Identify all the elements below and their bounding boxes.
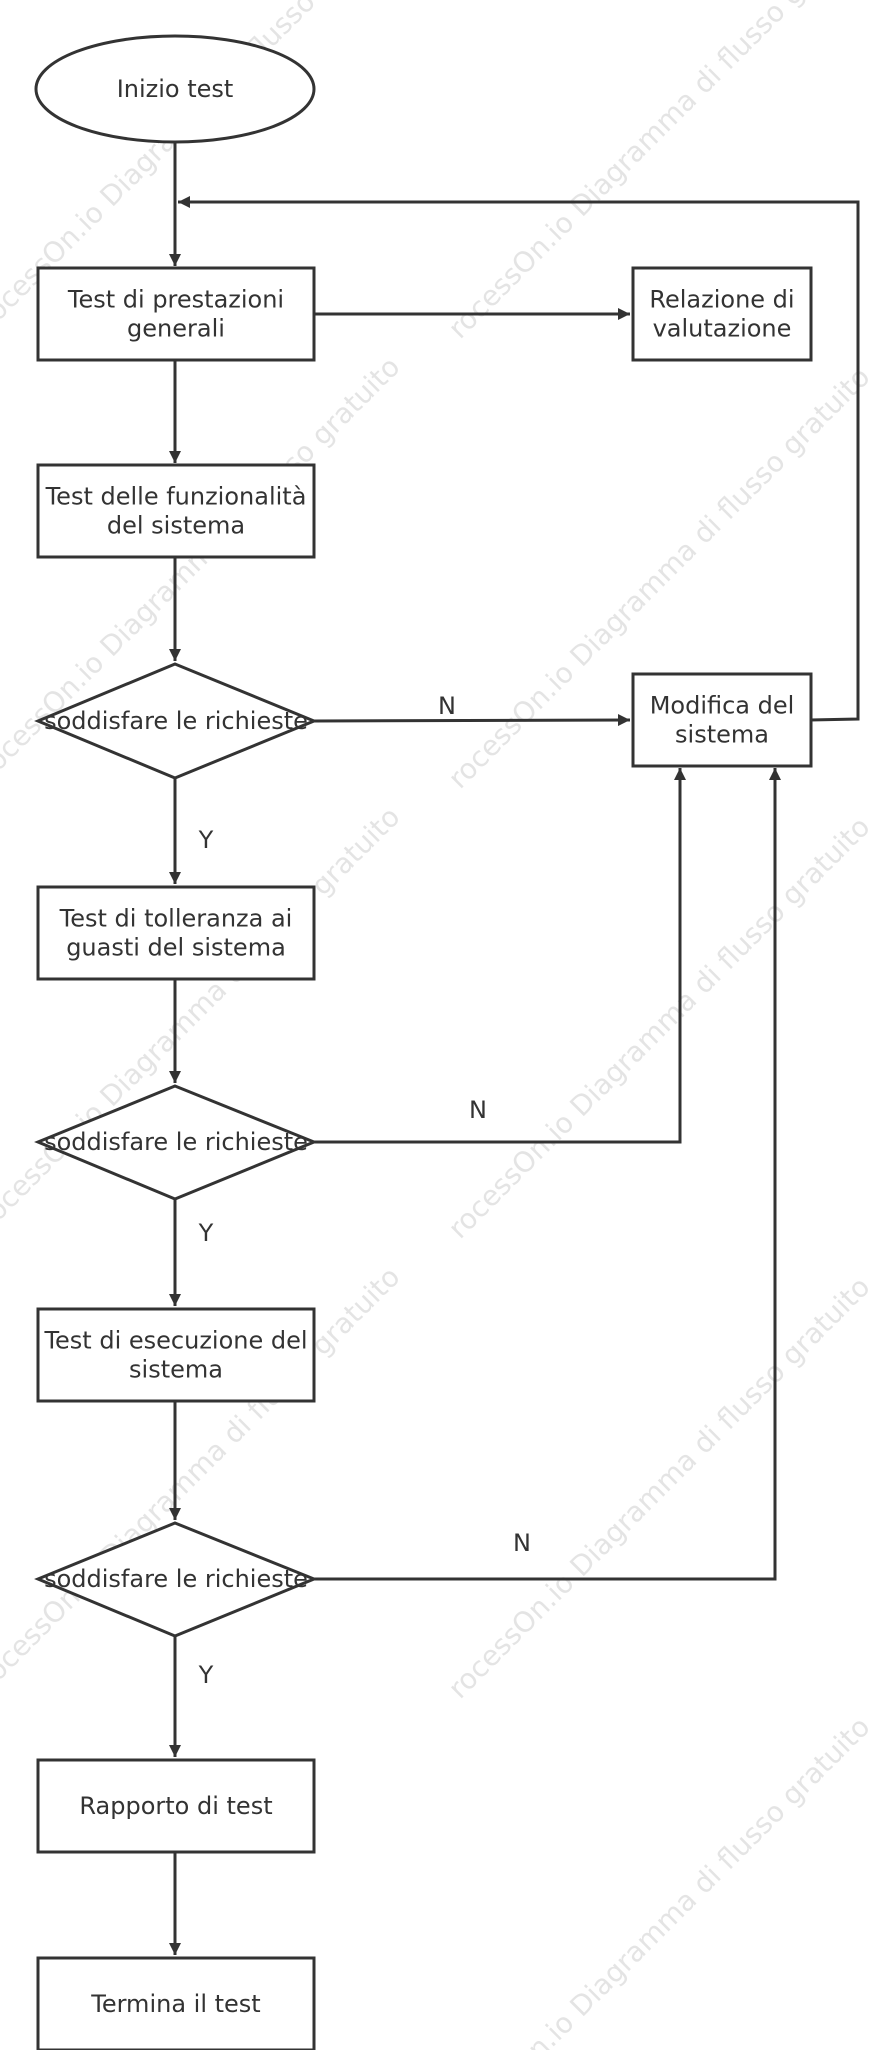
edge-label-d2-yes: Y <box>198 1219 214 1247</box>
node-label-line: Test di tolleranza ai <box>59 905 293 933</box>
edge-decision2-no-to-modify <box>314 768 686 1144</box>
node-start-shape <box>34 34 316 144</box>
node-label-line: valutazione <box>653 315 792 343</box>
edge-label-d1-no: N <box>438 692 456 720</box>
edge-label-d3-no: N <box>513 1529 531 1557</box>
node-start[interactable]: Inizio test <box>34 34 316 144</box>
node-fault-tolerance-test-shape <box>36 885 316 981</box>
node-test-report[interactable]: Rapporto di test <box>36 1758 316 1854</box>
node-modify-system-shape <box>631 672 813 768</box>
node-start-label: Inizio test <box>117 75 234 103</box>
node-label-line: soddisfare le richieste <box>44 707 308 735</box>
watermark-text: rocessOn.io Diagramma di flusso gratuito <box>442 1270 877 1705</box>
node-execution-test-shape <box>36 1307 316 1403</box>
node-decision-1-label: soddisfare le richieste <box>44 707 308 735</box>
node-general-performance-test-shape <box>36 266 316 362</box>
node-label-line: soddisfare le richieste <box>44 1565 308 1593</box>
node-decision-2[interactable]: soddisfare le richieste <box>34 1084 318 1201</box>
node-decision-3[interactable]: soddisfare le richieste <box>34 1521 318 1638</box>
node-decision-3-label: soddisfare le richieste <box>44 1565 308 1593</box>
node-end-shape <box>36 1956 316 2050</box>
node-label-line: soddisfare le richieste <box>44 1128 308 1156</box>
edge-labels: N Y N Y N Y <box>198 692 531 1689</box>
edge-label-d1-yes: Y <box>198 826 214 854</box>
node-label-line: del sistema <box>107 512 245 540</box>
node-decision-1-shape <box>34 662 318 780</box>
node-evaluation-report-shape <box>631 266 813 362</box>
node-decision-2-label: soddisfare le richieste <box>44 1128 308 1156</box>
node-label-line: Inizio test <box>117 75 234 103</box>
edge-label-d2-no: N <box>469 1096 487 1124</box>
edge-decision1-no-to-modify <box>313 714 631 727</box>
node-end[interactable]: Termina il test <box>36 1956 316 2050</box>
watermark-text: rocessOn.io Diagramma di flusso gratuito <box>442 810 877 1245</box>
node-label-line: Modifica del <box>650 692 795 720</box>
edge-modify-loop-back <box>178 196 860 722</box>
node-label-line: Relazione di <box>649 286 794 314</box>
node-label-line: Test di esecuzione del <box>43 1327 307 1355</box>
node-label-line: Rapporto di test <box>79 1792 272 1820</box>
edge-label-d3-yes: Y <box>198 1661 214 1689</box>
node-functionality-test-shape <box>36 463 316 559</box>
node-decision-1[interactable]: soddisfare le richieste <box>34 662 318 780</box>
node-label-line: sistema <box>129 1356 223 1384</box>
watermark-text: rocessOn.io Diagramma di flusso gratuito <box>442 1710 877 2050</box>
node-end-label: Termina il test <box>90 1990 260 2018</box>
node-label-line: Test di prestazioni <box>67 286 284 314</box>
node-decision-3-shape <box>34 1521 318 1638</box>
node-label-line: Termina il test <box>90 1990 260 2018</box>
node-label-line: Test delle funzionalità <box>45 483 307 511</box>
node-label-line: guasti del sistema <box>66 934 286 962</box>
node-test-report-shape <box>36 1758 316 1854</box>
node-label-line: generali <box>127 315 225 343</box>
node-label-line: sistema <box>675 721 769 749</box>
edges <box>169 143 860 1955</box>
node-test-report-label: Rapporto di test <box>79 1792 272 1820</box>
node-decision-2-shape <box>34 1084 318 1201</box>
edge-decision3-no-to-modify <box>314 768 781 1581</box>
